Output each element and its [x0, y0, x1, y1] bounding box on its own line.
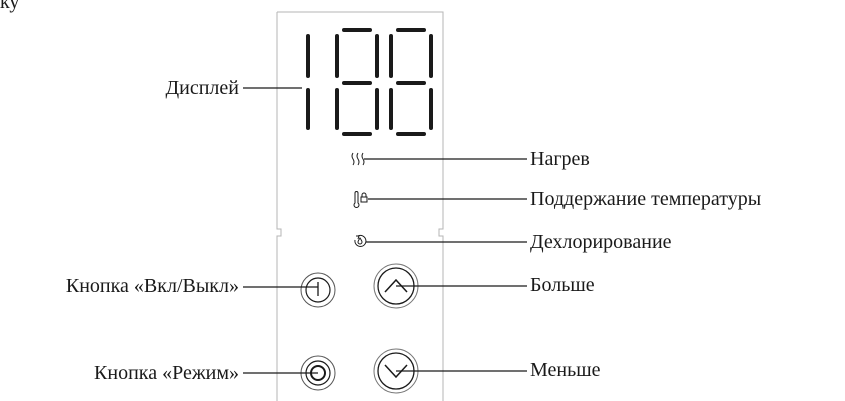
display-label: Дисплей: [165, 77, 240, 99]
leader-lines: [243, 87, 527, 374]
dechlorination-label: Дехлорирование: [530, 231, 672, 253]
heating-icon: [351, 152, 365, 166]
chevron-up-icon: [384, 278, 408, 293]
thermometer-icon: [353, 191, 368, 208]
power-button[interactable]: [300, 272, 336, 308]
digit-3: [389, 28, 433, 136]
heading-fragment: ку: [0, 0, 20, 13]
heating-label: Нагрев: [530, 148, 590, 170]
panel-outline: [276, 11, 444, 401]
down-button-label: Меньше: [530, 359, 601, 381]
dechlorination-icon: [354, 234, 367, 247]
mode-button-label: Кнопка «Режим»: [94, 362, 239, 384]
power-button-label: Кнопка «Вкл/Выкл»: [65, 275, 239, 297]
temperature-hold-label: Поддержание температуры: [530, 188, 762, 210]
up-button-label: Больше: [530, 274, 595, 296]
seven-segment-display: [306, 28, 433, 136]
digit-2: [335, 28, 379, 136]
chevron-down-icon: [384, 364, 408, 379]
